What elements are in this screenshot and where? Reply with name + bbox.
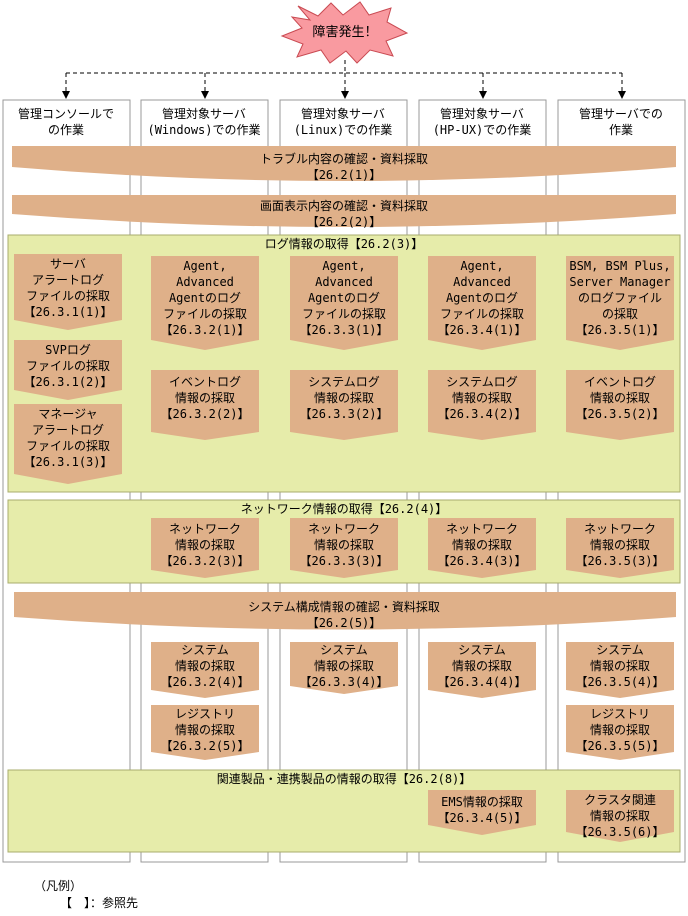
task-shape [428,256,536,350]
task-windows-system: システム 情報の採取 【26.3.2(4)】 [160,643,250,689]
task-windows-agent-log: Agent, Advanced Agentのログ ファイルの採取 【26.3.2… [160,259,250,337]
step-system-label: システム構成情報の確認・資料採取 [248,600,440,614]
arrowheads [62,91,626,99]
task-server-alert-log: サーバ アラートログ ファイルの採取 【26.3.1(1)】 [23,257,113,319]
task-shape [290,256,398,350]
task-shape [151,370,259,440]
group-related-title: 関連製品・連携製品の情報の取得【26.2(8)】 [216,772,472,786]
task-shape [566,642,674,698]
task-manager-event-log: イベントログ 情報の採取 【26.3.5(2)】 [575,375,665,421]
column-header-windows: 管理対象サーバ (Windows)での作業 [147,107,261,137]
step-screen-ref: 【26.2(2)】 [306,215,382,229]
task-shape [428,790,536,835]
task-shape [566,370,674,440]
column-header-console: 管理コンソールで の作業 [17,107,114,137]
task-shape [151,705,259,760]
step-screen-label: 画面表示内容の確認・資料採取 [259,199,428,213]
task-shape [14,340,122,400]
task-hpux-system-log: システムログ 情報の採取 【26.3.4(2)】 [437,375,527,421]
task-shape [428,518,536,578]
task-windows-registry: レジストリ 情報の採取 【26.3.2(5)】 [160,707,250,753]
task-shape [290,370,398,440]
task-shape [428,370,536,440]
task-shape [290,642,398,694]
column-header-linux: 管理対象サーバ (Linux)での作業 [293,107,393,137]
task-shape [566,705,674,760]
group-network-title: ネットワーク情報の取得【26.2(4)】 [240,502,448,516]
task-windows-event-log: イベントログ 情報の採取 【26.3.2(2)】 [160,375,250,421]
dashed-connectors [65,60,623,92]
legend-title: （凡例） [34,879,83,893]
task-cluster-info: クラスタ関連 情報の採取 【26.3.5(6)】 [575,793,665,839]
task-shape [151,642,259,698]
column-header-hpux: 管理対象サーバ (HP-UX)での作業 [432,107,532,137]
column-header-management-server: 管理サーバでの 作業 [579,107,663,137]
task-manager-network: ネットワーク 情報の採取 【26.3.5(3)】 [575,522,665,568]
task-shape [151,256,259,350]
step-system-ref: 【26.2(5)】 [306,616,382,630]
task-hpux-agent-log: Agent, Advanced Agentのログ ファイルの採取 【26.3.4… [437,259,527,337]
task-shape [566,518,674,578]
group-log-title: ログ情報の取得【26.2(3)】 [264,237,424,251]
task-linux-system: システム 情報の採取 【26.3.3(4)】 [299,643,389,689]
task-linux-system-log: システムログ 情報の採取 【26.3.3(2)】 [299,375,389,421]
step-trouble-ref: 【26.2(1)】 [306,168,382,182]
legend-item: 【 】：参照先 [60,896,139,910]
task-hpux-system: システム 情報の採取 【26.3.4(4)】 [437,643,527,689]
task-hpux-ems: EMS情報の採取 【26.3.4(5)】 [437,795,527,825]
task-shape [14,254,122,330]
task-hpux-network: ネットワーク 情報の採取 【26.3.4(3)】 [437,522,527,568]
task-shape [566,256,674,350]
step-trouble-label: トラブル内容の確認・資料採取 [259,152,428,166]
step-banner-trouble [12,146,676,181]
task-linux-agent-log: Agent, Advanced Agentのログ ファイルの採取 【26.3.3… [299,259,389,337]
task-shape [151,518,259,578]
burst-shape [280,1,409,64]
task-shape [566,790,674,842]
task-svp-log: SVPログ ファイルの採取 【26.3.1(2)】 [23,343,113,389]
task-shape [14,404,122,484]
task-bsm-log: BSM, BSM Plus, Server Manager のログファイル の採… [569,259,671,337]
task-shape [428,642,536,698]
task-manager-registry: レジストリ 情報の採取 【26.3.5(5)】 [575,707,665,753]
task-shape [290,518,398,578]
burst-label: 障害発生！ [312,25,378,40]
task-manager-system: システム 情報の採取 【26.3.5(4)】 [575,643,665,689]
task-manager-alert-log: マネージャ アラートログ ファイルの採取 【26.3.1(3)】 [23,407,113,469]
step-banner-screen [12,195,676,227]
task-linux-network: ネットワーク 情報の採取 【26.3.3(3)】 [299,522,389,568]
task-windows-network: ネットワーク 情報の採取 【26.3.2(3)】 [160,522,250,568]
step-banner-system [14,592,676,630]
